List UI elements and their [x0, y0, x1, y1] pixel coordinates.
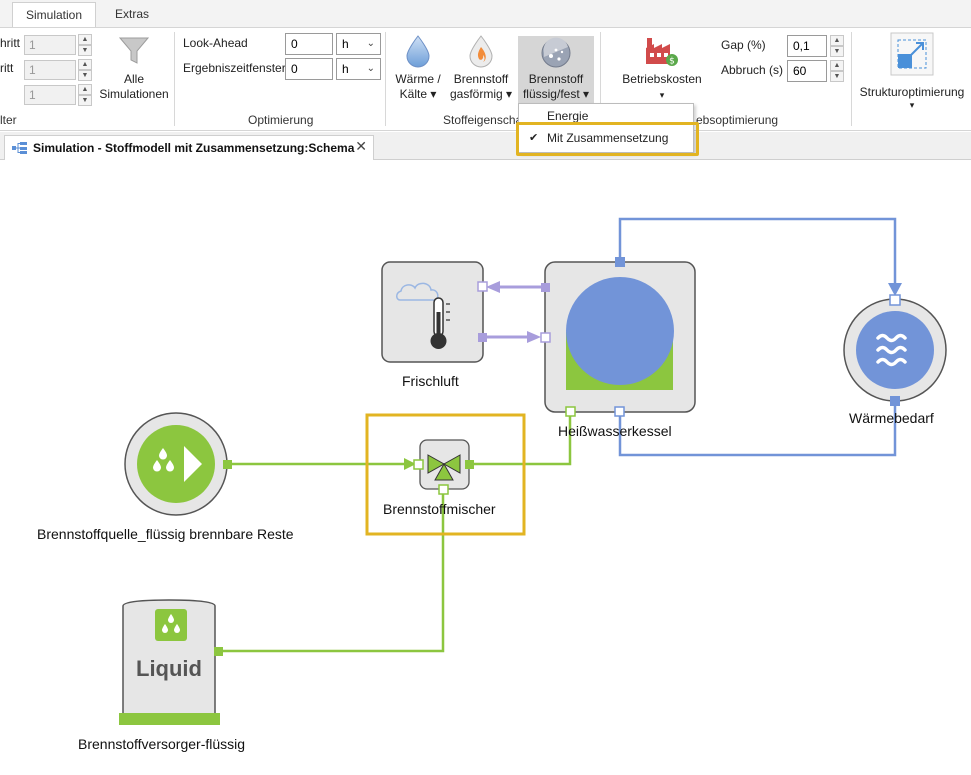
mischer-highlight — [365, 413, 526, 536]
abbruch-spinner[interactable]: ▲▼ — [830, 60, 844, 82]
ribbon: hritt ritt 1 ▲▼ 1 ▲▼ 1 ▲▼ lter Alle Simu… — [0, 27, 971, 131]
step-spinner-2[interactable]: ▲▼ — [78, 59, 92, 81]
liquid-drops-icon — [162, 614, 180, 633]
brennstoffversorger-label: Brennstoffversorger-flüssig — [78, 736, 246, 752]
separator — [385, 32, 386, 126]
air-connection[interactable] — [482, 285, 545, 339]
alle-simulationen-button[interactable]: Alle Simulationen — [96, 28, 172, 108]
filter-icon — [118, 37, 150, 64]
close-icon[interactable]: ✕ — [355, 138, 367, 154]
schritt-label-1: hritt — [0, 36, 21, 50]
group-label-betriebsoptimierung: ebsoptimierung — [696, 113, 779, 127]
arrow-icon — [888, 283, 902, 296]
menu-item-highlight — [516, 122, 699, 156]
brennstoff-gasfoermig-label: Brennstoff gasförmig ▾ — [449, 72, 513, 101]
ribbon-tab-bar: Simulation Extras — [0, 0, 971, 27]
abbruch-label: Abbruch (s) — [721, 63, 784, 77]
structure-optimization-icon — [890, 32, 934, 76]
step-spinner-3[interactable]: ▲▼ — [78, 84, 92, 106]
separator — [851, 32, 852, 126]
heisswasserkessel-node[interactable] — [540, 257, 696, 417]
document-tab-title: Simulation - Stoffmodell mit Zusammenset… — [33, 141, 355, 155]
ergebniszeitfenster-input[interactable]: 0 — [285, 58, 333, 80]
step-input-1[interactable]: 1 — [24, 35, 76, 55]
gap-input[interactable]: 0,1 — [787, 35, 827, 57]
tab-extras[interactable]: Extras — [114, 7, 149, 21]
arrow-icon — [527, 331, 541, 343]
look-ahead-label: Look-Ahead — [183, 36, 248, 50]
abbruch-input[interactable]: 60 — [787, 60, 827, 82]
thermometer-icon — [430, 297, 450, 349]
frischluft-node[interactable] — [381, 261, 488, 363]
betriebskosten-button[interactable]: $ Betriebskosten ▾ — [618, 28, 706, 108]
brennstoff-fluessig-fest-button[interactable]: Brennstoff flüssig/fest ▾ — [518, 36, 594, 104]
menu-item-energie[interactable]: Energie — [547, 109, 589, 123]
look-ahead-unit-select[interactable]: h ⌄ — [336, 33, 381, 55]
brennstoffquelle-node[interactable] — [124, 412, 232, 516]
group-label-optimierung: Optimierung — [248, 113, 314, 127]
brennstoffmischer-node[interactable] — [413, 439, 474, 495]
alle-simulationen-label: Alle Simulationen — [99, 72, 169, 101]
separator — [600, 32, 601, 126]
step-input-3[interactable]: 1 — [24, 85, 76, 105]
cloud-icon — [396, 282, 439, 301]
brennstoffmischer-label: Brennstoffmischer — [383, 501, 496, 517]
schritt-label-2: ritt — [0, 61, 14, 75]
heat-loop-connection[interactable] — [618, 217, 897, 457]
arrow-icon — [404, 458, 416, 470]
waves-icon — [876, 333, 907, 367]
diagram-canvas[interactable]: Liquid Frischluft Heißwasserkessel Wärme… — [0, 161, 971, 775]
brennstoffquelle-label: Brennstoffquelle_flüssig brennbare Reste — [37, 526, 294, 542]
brennstoffversorger-node[interactable]: Liquid — [119, 599, 223, 725]
look-ahead-unit-value: h — [342, 37, 349, 51]
group-label-stoffeigenschaften: Stoffeigenscha — [443, 113, 523, 127]
step-spinner-1[interactable]: ▲▼ — [78, 34, 92, 56]
document-tab-bar: Simulation - Stoffmodell mit Zusammenset… — [0, 132, 971, 160]
waerme-kaelte-label: Wärme / Kälte ▾ — [395, 72, 441, 101]
frischluft-label: Frischluft — [402, 373, 459, 389]
waermebedarf-node[interactable] — [843, 294, 947, 406]
step-input-2[interactable]: 1 — [24, 60, 76, 80]
chevron-down-icon: ⌄ — [366, 63, 375, 74]
chevron-down-icon: ▾ — [659, 90, 665, 100]
brennstoff-fluessig-dropdown-menu: Energie ✔ Mit Zusammensetzung — [518, 103, 694, 153]
chevron-down-icon: ▾ — [909, 100, 915, 110]
gap-spinner[interactable]: ▲▼ — [830, 35, 844, 57]
heisswasserkessel-label: Heißwasserkessel — [558, 423, 672, 439]
group-label-filter: lter — [0, 113, 17, 127]
checkmark-icon: ✔ — [529, 132, 539, 144]
brennstoff-fluessig-fest-label: Brennstoff flüssig/fest ▾ — [522, 72, 590, 101]
fuel-connection[interactable] — [219, 412, 572, 653]
solid-fuel-icon — [541, 37, 571, 68]
factory-cost-icon: $ — [646, 38, 678, 67]
brennstoff-gasfoermig-button[interactable]: Brennstoff gasförmig ▾ — [448, 28, 514, 108]
ergebniszeitfenster-unit-select[interactable]: h ⌄ — [336, 58, 381, 80]
menu-item-mit-zusammensetzung-label: Mit Zusammensetzung — [547, 131, 669, 145]
gas-drop-icon — [469, 35, 493, 68]
water-drop-icon — [406, 35, 430, 68]
liquid-text: Liquid — [136, 656, 202, 681]
svg-text:$: $ — [669, 57, 675, 67]
ergebniszeitfenster-label: Ergebniszeitfenster — [183, 61, 286, 75]
ergebniszeitfenster-unit-value: h — [342, 62, 349, 76]
waerme-kaelte-button[interactable]: Wärme / Kälte ▾ — [392, 28, 444, 108]
chevron-down-icon: ⌄ — [366, 38, 375, 49]
arrow-icon — [486, 281, 500, 293]
mixing-valve-icon — [427, 454, 461, 481]
betriebskosten-label: Betriebskosten — [622, 72, 702, 86]
document-tab[interactable]: Simulation - Stoffmodell mit Zusammenset… — [4, 135, 374, 160]
gap-label: Gap (%) — [721, 38, 766, 52]
separator — [174, 32, 175, 126]
waermebedarf-label: Wärmebedarf — [849, 410, 934, 426]
liquid-drops-icon — [153, 448, 174, 472]
look-ahead-input[interactable]: 0 — [285, 33, 333, 55]
menu-item-mit-zusammensetzung[interactable]: ✔ Mit Zusammensetzung — [519, 128, 695, 148]
play-arrow-icon — [184, 446, 202, 482]
schema-icon — [12, 142, 27, 154]
schema-diagram: Liquid — [119, 217, 947, 725]
tab-simulation[interactable]: Simulation — [12, 2, 96, 27]
strukturoptimierung-button[interactable]: Strukturoptimierung ▾ — [856, 28, 968, 110]
strukturoptimierung-label: Strukturoptimierung — [859, 85, 965, 99]
